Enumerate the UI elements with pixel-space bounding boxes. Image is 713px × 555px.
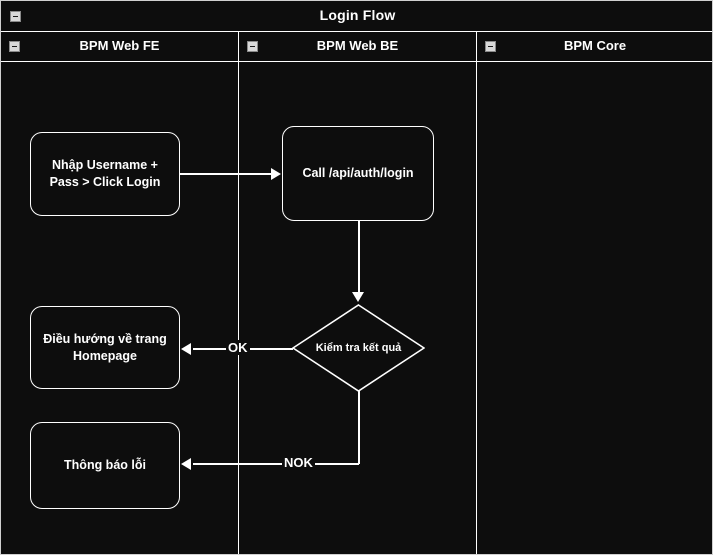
node-label: Kiểm tra kết quả [315,342,402,354]
edge-line-n2-n3 [358,221,360,294]
edge-arrow-n1-n2 [271,168,281,180]
lane-divider-1 [238,32,239,554]
lane-header-bpm-web-be: BPM Web BE [239,32,476,62]
edge-line-nok-vertical [358,391,360,464]
node-thong-bao-loi[interactable]: Thông báo lỗi [30,422,180,509]
edge-label-nok: NOK [282,455,315,470]
node-label: Nhập Username + Pass > Click Login [49,158,161,189]
lane-title-bpm-web-be: BPM Web BE [316,38,399,53]
edge-arrow-ok [181,343,191,355]
lane-bpm-web-be: BPM Web BE [239,32,476,554]
node-kiem-tra-ket-qua[interactable]: Kiểm tra kết quả [292,304,425,392]
lane-bpm-core: BPM Core [477,32,712,554]
collapse-minus-icon[interactable] [10,11,21,22]
collapse-minus-icon[interactable] [9,41,20,52]
lane-header-bpm-core: BPM Core [477,32,712,62]
collapse-minus-icon[interactable] [485,41,496,52]
node-label: Thông báo lỗi [64,458,146,473]
node-label: Điều hướng về trang Homepage [43,331,167,363]
collapse-minus-icon[interactable] [247,41,258,52]
edge-line-n1-n2 [180,173,272,175]
lane-title-bpm-web-fe: BPM Web FE [79,38,160,53]
edge-label-ok: OK [226,340,250,355]
edge-line-nok-horizontal [193,463,359,465]
page-title: Login Flow [319,7,396,23]
lane-divider-2 [476,32,477,554]
edge-arrow-nok [181,458,191,470]
diagram-title-bar: Login Flow [1,1,712,32]
edge-arrow-n2-n3 [352,292,364,302]
lane-title-bpm-core: BPM Core [563,38,627,53]
node-call-api-auth-login[interactable]: Call /api/auth/login [282,126,434,221]
node-label: Call /api/auth/login [302,166,414,181]
lane-bpm-web-fe: BPM Web FE [1,32,238,554]
lane-header-bpm-web-fe: BPM Web FE [1,32,238,62]
node-nhap-username-click-login[interactable]: Nhập Username + Pass > Click Login [30,132,180,216]
node-dieu-huong-homepage[interactable]: Điều hướng về trang Homepage [30,306,180,389]
